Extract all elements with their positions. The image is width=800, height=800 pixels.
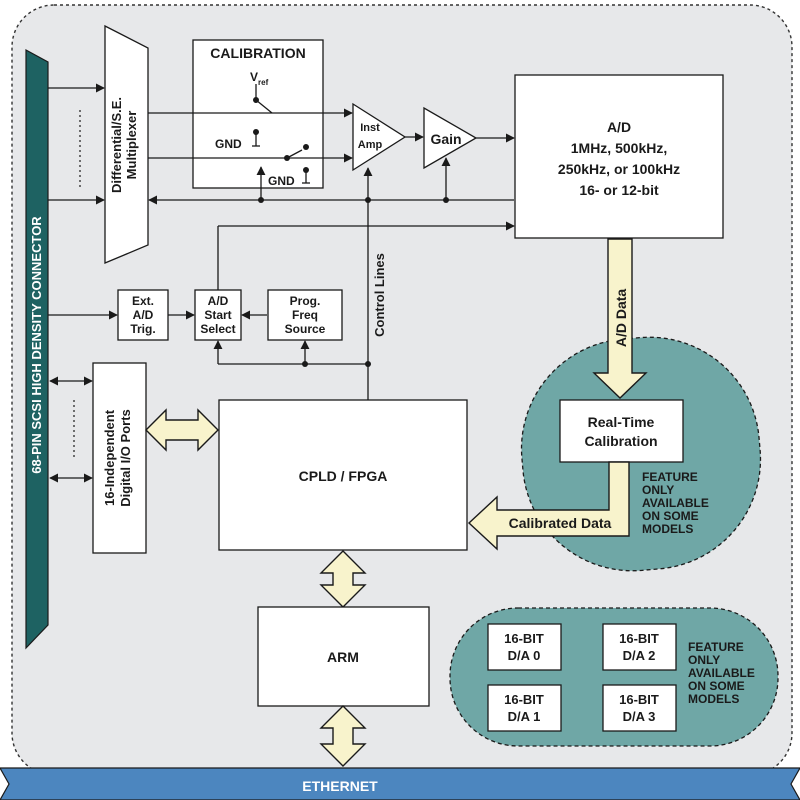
dac-1-label-1: 16-BIT (504, 692, 544, 707)
dac-0-label-2: D/A 0 (508, 648, 541, 663)
vref-label: Vref (250, 70, 269, 87)
calibrated-data-arrow (467, 461, 630, 551)
start-select-label-2: Start (204, 308, 231, 322)
cpld-label: CPLD / FPGA (299, 468, 388, 484)
calibrated-data-label: Calibrated Data (509, 515, 612, 531)
dac-3-label-2: D/A 3 (623, 709, 656, 724)
ad-label-4: 16- or 12-bit (579, 182, 659, 198)
feature-note-1-line-4: ON SOME (642, 509, 699, 523)
gain-label: Gain (430, 131, 461, 147)
dac-1: 16-BIT D/A 1 (487, 684, 562, 732)
prog-freq-label-1: Prog. (290, 294, 321, 308)
calibration-title: CALIBRATION (210, 45, 305, 61)
digital-io-label-1: 16-Independent (102, 409, 117, 506)
prog-freq-label-3: Source (285, 322, 326, 336)
gain-amp: Gain (423, 106, 478, 170)
inst-amp-label-1: Inst (360, 122, 380, 134)
feature-note-1: FEATURE ONLY AVAILABLE ON SOME MODELS (642, 470, 709, 536)
connector-label: 68-PIN SCSI HIGH DENSITY CONNECTOR (29, 216, 44, 474)
scsi-connector: 68-PIN SCSI HIGH DENSITY CONNECTOR (25, 48, 49, 650)
gnd-label-1: GND (215, 137, 242, 151)
digital-io-block: 16-Independent Digital I/O Ports (92, 362, 147, 554)
dac-2: 16-BIT D/A 2 (602, 623, 677, 671)
feature-note-2-line-5: MODELS (688, 692, 739, 706)
ext-trig-label-3: Trig. (130, 322, 155, 336)
gnd-label-2: GND (268, 174, 295, 188)
cpld-fpga-block: CPLD / FPGA (218, 399, 468, 551)
svg-text:Multiplexer: Multiplexer (124, 111, 139, 180)
feature-note-2-line-3: AVAILABLE (688, 666, 755, 680)
ethernet-label: ETHERNET (302, 778, 378, 794)
arm-ethernet-arrow (319, 705, 367, 767)
start-select-label-1: A/D (208, 294, 229, 308)
feature-note-1-line-5: MODELS (642, 522, 693, 536)
feature-note-2-line-1: FEATURE (688, 640, 744, 654)
calibration-block: CALIBRATION Vref GND GND (192, 39, 324, 189)
feature-note-2: FEATURE ONLY AVAILABLE ON SOME MODELS (688, 640, 755, 706)
inst-amp-label-2: Amp (358, 139, 383, 151)
ext-trig-label-1: Ext. (132, 294, 154, 308)
dac-3-label-1: 16-BIT (619, 692, 659, 707)
ext-trig-label-2: A/D (133, 308, 154, 322)
feature-note-1-line-3: AVAILABLE (642, 496, 709, 510)
dac-0: 16-BIT D/A 0 (487, 623, 562, 671)
control-lines-label: Control Lines (372, 253, 387, 337)
feature-note-1-line-1: FEATURE (642, 470, 698, 484)
dac-2-label-2: D/A 2 (623, 648, 656, 663)
ethernet-bus: ETHERNET (0, 767, 800, 800)
ad-data-label: A/D Data (613, 289, 629, 348)
realtime-calibration-block: Real-Time Calibration (559, 399, 684, 463)
prog-freq-label-2: Freq (292, 308, 318, 322)
mux-label-2: Multiplexer (124, 111, 139, 180)
start-select-block: A/D Start Select (194, 289, 242, 341)
realtime-cal-label-2: Calibration (584, 433, 657, 449)
ad-label-1: A/D (607, 119, 631, 135)
feature-note-1-line-2: ONLY (642, 483, 674, 497)
feature-note-2-line-2: ONLY (688, 653, 720, 667)
ad-label-2: 1MHz, 500kHz, (571, 140, 667, 156)
ext-trig-block: Ext. A/D Trig. (117, 289, 169, 341)
ad-converter: A/D 1MHz, 500kHz, 250kHz, or 100kHz 16- … (514, 74, 724, 239)
ad-data-arrow (592, 238, 648, 399)
io-cpld-arrow (145, 408, 219, 452)
start-select-label-3: Select (200, 322, 235, 336)
dac-0-label-1: 16-BIT (504, 631, 544, 646)
ad-label-3: 250kHz, or 100kHz (558, 161, 680, 177)
arm-label: ARM (327, 649, 359, 665)
prog-freq-block: Prog. Freq Source (267, 289, 343, 341)
digital-io-label-2: Digital I/O Ports (118, 409, 133, 507)
mux-label-1: Differential/S.E. (109, 97, 124, 193)
svg-text:Differential/S.E.: Differential/S.E. (109, 97, 124, 193)
realtime-cal-label-1: Real-Time (588, 414, 655, 430)
arm-block: ARM (257, 606, 430, 707)
feature-note-2-line-4: ON SOME (688, 679, 745, 693)
multiplexer: Differential/S.E. Multiplexer (104, 24, 149, 264)
dac-3: 16-BIT D/A 3 (602, 684, 677, 732)
dac-2-label-1: 16-BIT (619, 631, 659, 646)
inst-amp: Inst Amp (352, 102, 407, 172)
dac-1-label-2: D/A 1 (508, 709, 541, 724)
